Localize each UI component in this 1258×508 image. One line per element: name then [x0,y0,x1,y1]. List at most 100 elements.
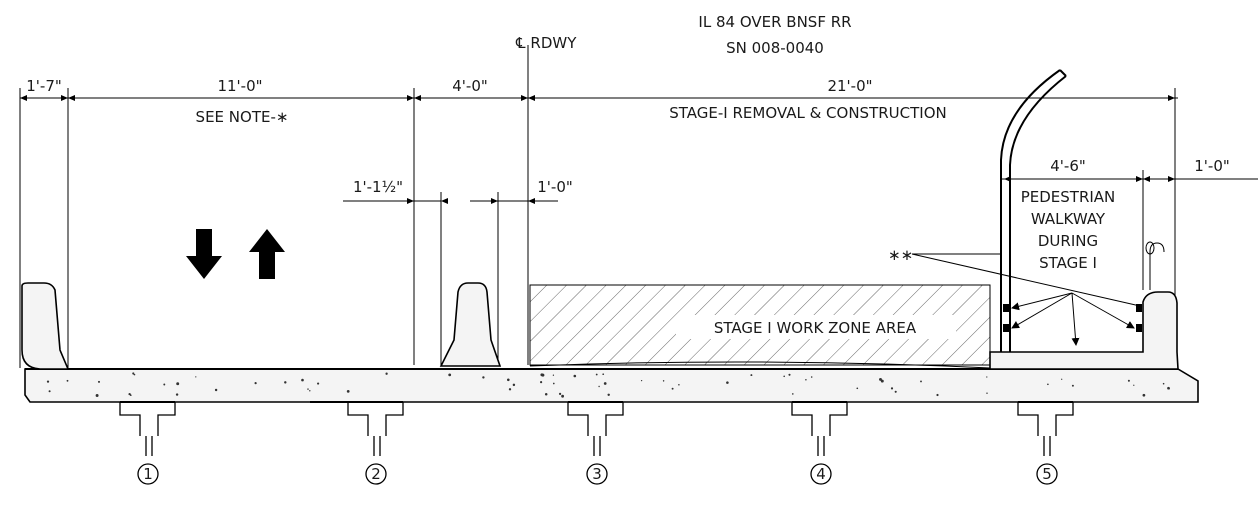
stipple-dot [128,392,131,396]
traffic-arrow-up-icon [249,229,285,279]
dim-lane-left: 11'-0" [217,77,262,95]
svg-text:1: 1 [143,465,153,483]
temporary-railing [1000,69,1061,352]
svg-text:2: 2 [371,465,381,483]
stipple-dot [195,376,197,378]
stipple-dot [512,383,516,387]
stipple-dot [671,387,674,390]
stipple-dot [750,374,753,377]
stipple-dot [129,394,132,397]
title-line-1: IL 84 OVER BNSF RR [698,13,851,31]
stipple-dot [558,392,562,396]
stipple-dot [1071,384,1074,387]
stipple-dot [346,390,350,393]
stipple-dot [856,387,859,390]
stipple-dot [879,377,882,381]
stipple-dot [573,374,577,378]
stipple-dot [640,379,643,382]
beam-number-3: 3 [586,463,608,485]
stipple-dot [1061,378,1063,380]
stipple-dot [810,376,813,378]
beam-number-2: 2 [365,463,387,485]
stipple-dot [66,379,69,382]
stipple-dot [662,380,665,382]
traffic-arrow-down-icon [186,229,222,279]
stipple-dot [48,390,51,393]
stipple-dot [552,382,555,385]
stipple-dot [540,373,544,377]
stipple-dot [507,378,510,382]
stage-removal-label: STAGE-I REMOVAL & CONSTRUCTION [669,104,946,122]
stipple-dot [678,383,680,386]
stipple-dot [920,380,922,383]
stipple-dot [254,382,257,385]
stipple-dot [1168,388,1170,390]
left-curb [21,282,70,370]
stipple-dot [307,388,309,390]
stipple-dot [1133,384,1135,386]
stipple-dot [176,382,180,386]
median-barrier [439,282,502,367]
stipple-dot [95,394,99,397]
stipple-dot [1142,393,1146,397]
title-line-2: SN 008-0040 [726,39,824,57]
walkway-label-3: DURING [1038,232,1098,250]
dim-stage-width: 21'-0" [827,77,872,95]
beam-number-4: 4 [810,463,832,485]
stipple-dot [214,388,218,392]
stipple-dot [46,380,50,383]
stipple-dot [595,373,598,376]
stipple-dot [986,376,988,378]
stipple-dot [97,380,101,383]
stipple-dot [598,385,600,388]
barrier-offset-dimension [343,192,448,365]
right-sidewalk-parapet [989,291,1179,370]
cl-offset-dimension [470,192,558,365]
dim-cl-offset: 1'-0" [537,178,573,196]
svg-text:3: 3 [592,465,602,483]
stipple-dot [791,393,794,395]
stipple-dot [1047,383,1049,386]
see-note-label: SEE NOTE-∗ [196,108,289,126]
stipple-dot [448,373,452,377]
walkway-label-1: PEDESTRIAN [1021,188,1116,206]
concrete-stipple [46,372,1170,398]
stipple-dot [603,382,607,385]
beam-2 [310,401,404,456]
stipple-dot [175,393,179,396]
beam-5 [1017,401,1074,456]
dim-median: 4'-0" [452,77,488,95]
stipple-dot [894,390,897,393]
dim-barrier-offset: 1'-1½" [353,178,403,196]
walkway-dimension [1000,170,1258,290]
stipple-dot [890,387,894,390]
stipple-dot [552,374,555,376]
stipple-dot [317,382,320,385]
stipple-dot [544,392,548,396]
walkway-label-4: STAGE I [1039,254,1097,272]
stipple-dot [607,393,610,397]
stipple-dot [132,372,135,375]
stipple-dot [1127,379,1130,382]
centerline-label: ℄ RDWY [515,34,577,52]
stipple-dot [726,381,729,384]
stipple-dot [561,394,564,398]
stipple-dot [986,392,988,394]
beam-3 [567,401,624,456]
stipple-dot [880,379,884,383]
work-zone-label: STAGE I WORK ZONE AREA [714,319,917,337]
stipple-dot [783,375,785,378]
svg-text:4: 4 [816,465,826,483]
beam-number-5: 5 [1036,463,1058,485]
dim-left-curb: 1'-7" [26,77,62,95]
stipple-dot [284,381,287,384]
stipple-dot [133,373,136,376]
beam-number-1: 1 [137,463,159,485]
stipple-dot [602,373,605,376]
double-star-note: ∗∗ [888,246,913,264]
dim-walkway: 4'-6" [1050,157,1086,175]
stipple-dot [1162,382,1165,385]
beam-4 [791,401,848,456]
